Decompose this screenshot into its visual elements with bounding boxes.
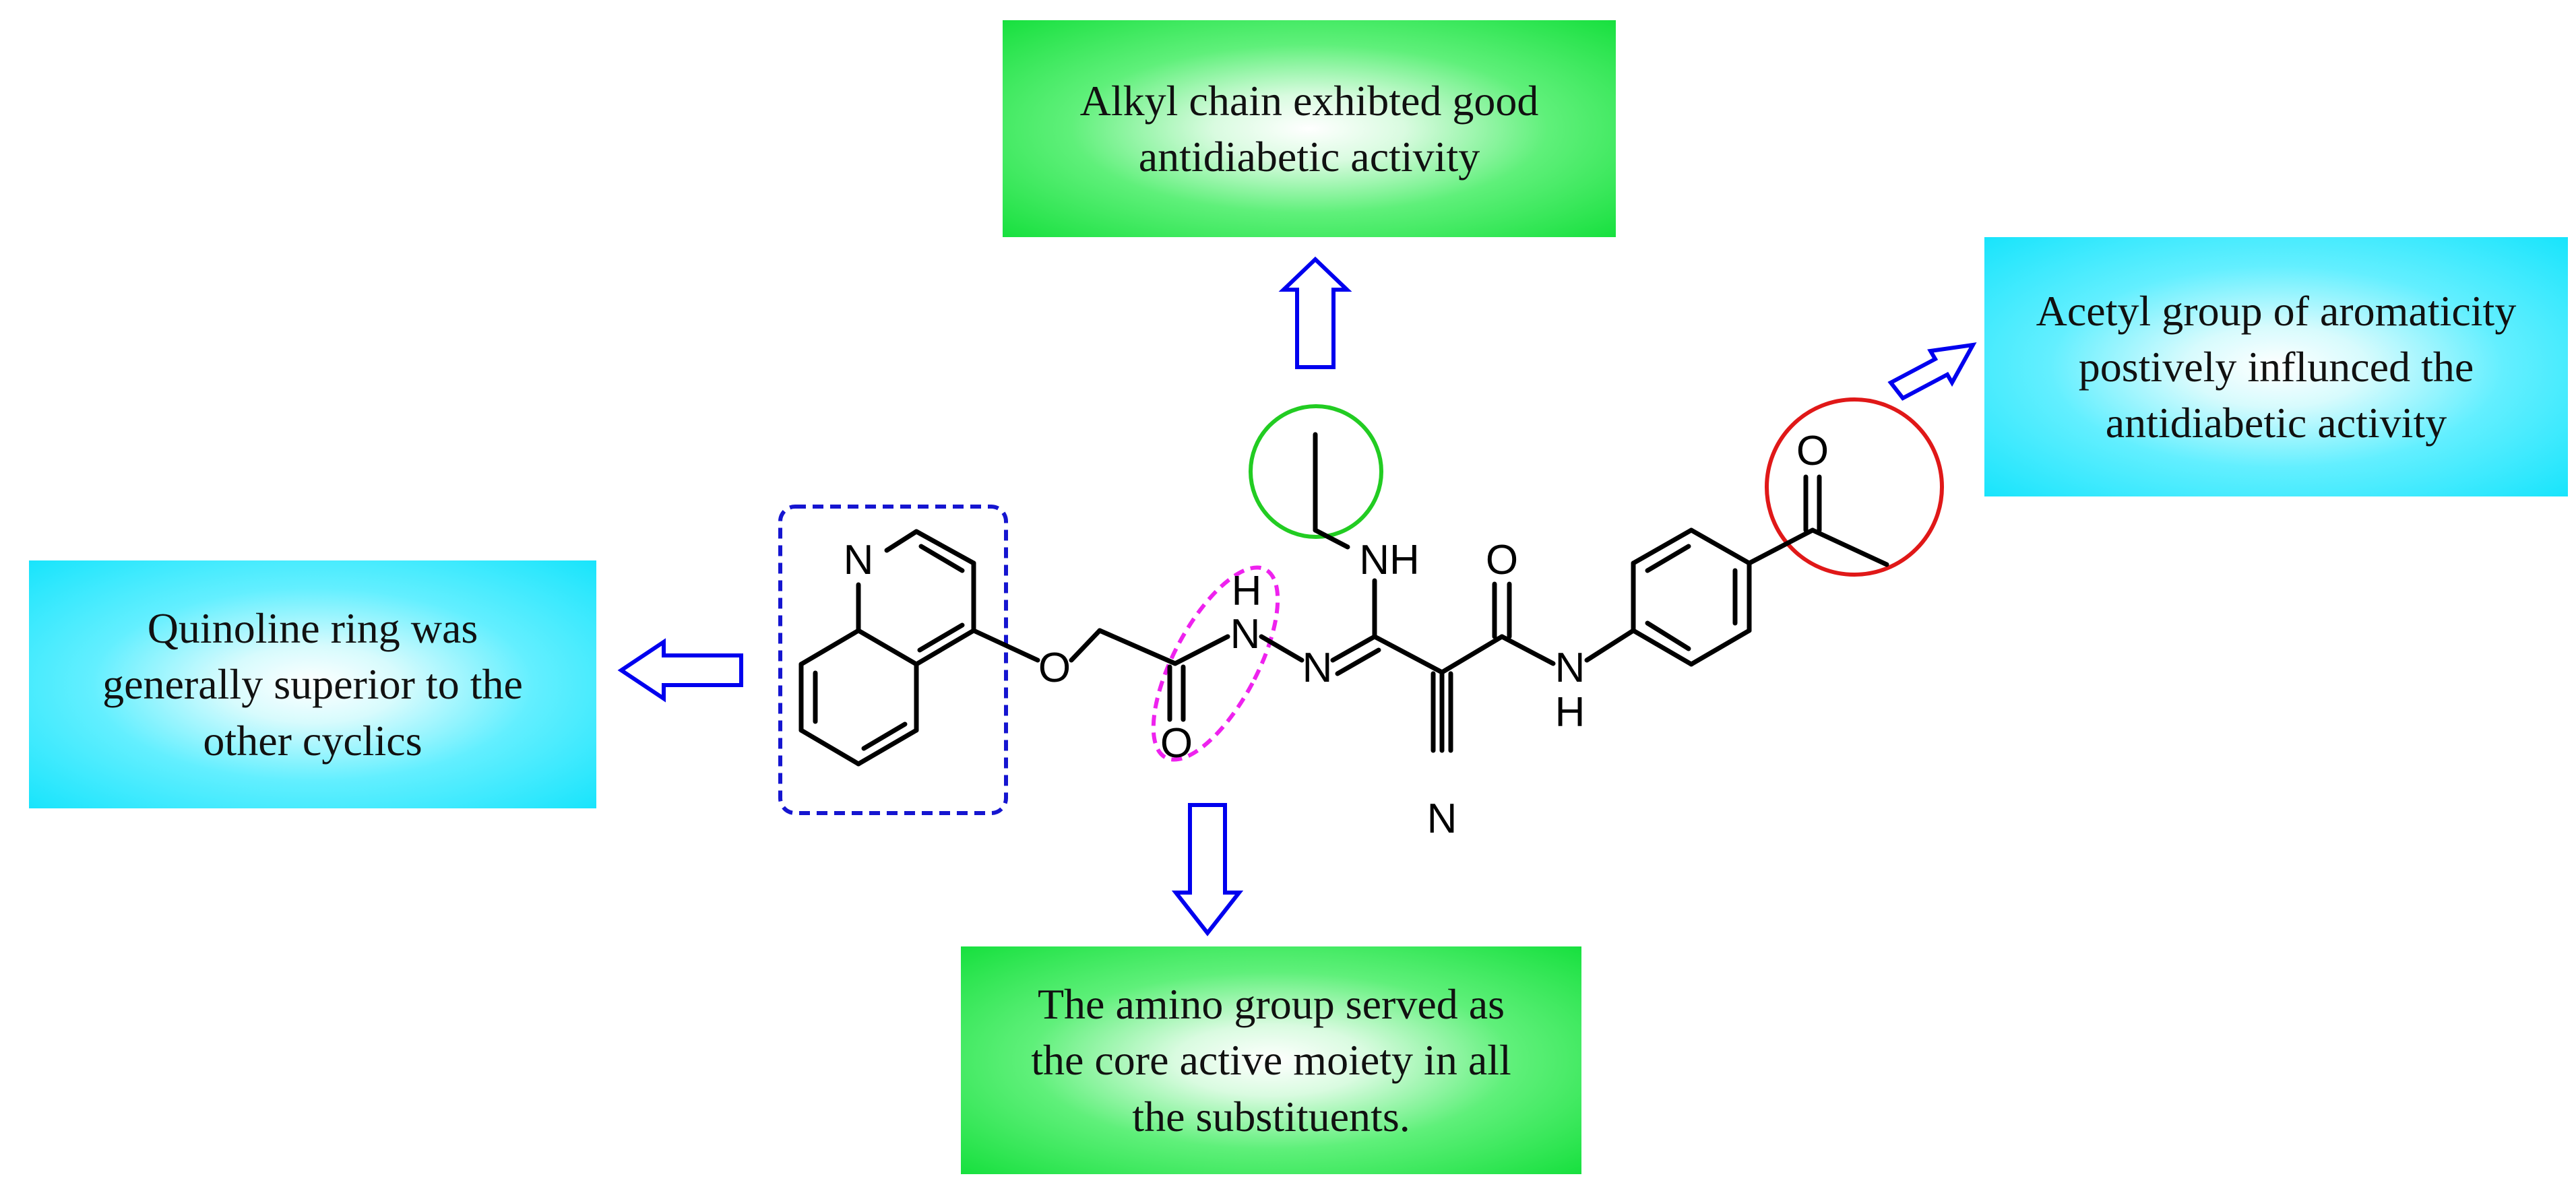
arrow-left-to-quinoline-note	[617, 638, 743, 703]
acetyl-highlight-circle	[1765, 397, 1944, 577]
alkyl-highlight-circle	[1249, 404, 1383, 539]
atom-carbonyl-o: O	[1160, 720, 1193, 767]
amino-note-line-3: the substituents.	[1132, 1092, 1410, 1140]
atom-amide-n: N	[1555, 645, 1585, 691]
atom-hydrazide-n: N	[1230, 611, 1261, 657]
atom-amide-h: H	[1555, 689, 1585, 736]
arrow-up-to-alkyl-note	[1278, 256, 1352, 369]
alkyl-note-line-2: antidiabetic activity	[1138, 133, 1480, 181]
quinoline-highlight-box	[778, 505, 1008, 815]
bonds	[798, 432, 1889, 767]
arrow-to-acetyl-note	[1887, 342, 1977, 401]
atom-amine-nh: NH	[1359, 537, 1420, 583]
amino-note-line-2: the core active moiety in all	[1031, 1036, 1511, 1085]
quinoline-note-line-2: generally superior to the	[102, 660, 523, 709]
atom-acetyl-o: O	[1796, 428, 1829, 474]
amino-highlight-ellipse	[1151, 565, 1280, 762]
atom-quinoline-n: N	[844, 537, 874, 583]
amino-note-line-1: The amino group served as	[1037, 980, 1505, 1029]
quinoline-ring-note: Quinoline ring was generally superior to…	[29, 560, 596, 808]
atom-ether-o: O	[1038, 645, 1071, 691]
atom-imine-n: N	[1302, 645, 1333, 691]
atom-nitrile-n: N	[1427, 796, 1457, 842]
quinoline-note-line-1: Quinoline ring was	[147, 604, 478, 653]
quinoline-note-line-3: other cyclics	[203, 716, 422, 765]
atom-amide-o: O	[1486, 537, 1518, 583]
acetyl-note-line-3: antidiabetic activity	[2105, 399, 2447, 447]
amino-group-note: The amino group served as the core activ…	[961, 946, 1581, 1174]
acetyl-note-line-1: Acetyl group of aromaticity	[2036, 286, 2517, 335]
atom-hydrazide-h: H	[1232, 568, 1262, 614]
alkyl-note-line-1: Alkyl chain exhibted good	[1079, 76, 1539, 125]
acetyl-note-line-2: postively influnced the	[2078, 342, 2474, 391]
acetyl-group-note: Acetyl group of aromaticity postively in…	[1984, 237, 2568, 496]
alkyl-chain-note: Alkyl chain exhibted good antidiabetic a…	[1003, 20, 1616, 237]
arrow-down-to-amino-note	[1171, 803, 1244, 936]
